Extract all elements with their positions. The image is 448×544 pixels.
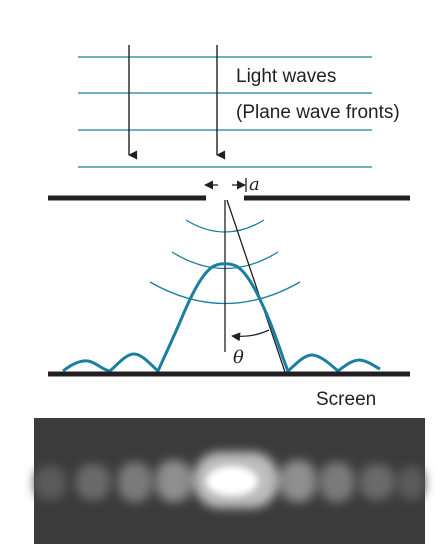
plane-wave-fronts-label: (Plane wave fronts) bbox=[236, 102, 400, 123]
fringe-spot bbox=[398, 466, 425, 500]
light-waves-label: Light waves bbox=[236, 66, 336, 87]
fringe-spot bbox=[360, 464, 394, 500]
diffraction-pattern-photo bbox=[34, 418, 425, 544]
intensity-curve bbox=[62, 262, 381, 374]
fringe-spot bbox=[320, 462, 354, 502]
angle-arc bbox=[231, 329, 270, 342]
plane-wave-fronts bbox=[78, 56, 372, 168]
fringe-spot bbox=[76, 464, 110, 500]
angle-geometry bbox=[224, 199, 286, 373]
slit-width-indicator bbox=[204, 178, 247, 192]
propagation-arrows bbox=[128, 45, 226, 160]
fringe-spot bbox=[280, 460, 316, 502]
minimum-direction-line bbox=[226, 199, 286, 373]
fringe-spot bbox=[118, 462, 152, 502]
fringe-spot bbox=[156, 460, 192, 502]
slit-width-label: a bbox=[249, 174, 260, 195]
fringe-spot bbox=[34, 466, 66, 500]
screen-label: Screen bbox=[316, 389, 376, 410]
central-bright-fringe bbox=[206, 466, 258, 496]
angle-label: θ bbox=[233, 347, 244, 368]
